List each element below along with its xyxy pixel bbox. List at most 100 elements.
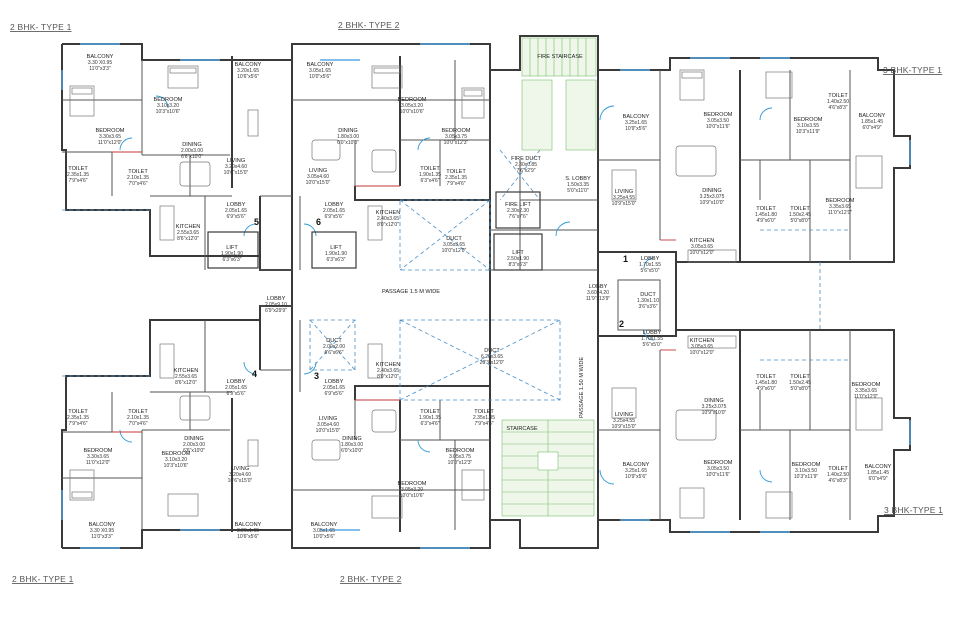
room-dimension: 6'9"x5'6" [324,214,343,220]
room-dimension: 11'0"x12'0" [86,460,110,466]
room-dimension: 1.80x3.00 [341,442,363,448]
room-dimension: 2.35x1.35 [67,415,89,421]
room-name: TOILET [474,409,494,415]
room-dimension: 1.45x1.80 [755,212,777,218]
room-dimension: 3.10x3.50 [795,468,817,474]
room-dimension: 1.90x1.35 [419,172,441,178]
room-dimension: 3.05x1.65 [313,528,335,534]
room-dimension: 2.40x3.65 [377,216,399,222]
room-name: BALCONY [623,114,650,120]
room-dimension: 10'0"x12'3" [444,140,469,146]
lift-boxes [207,191,543,271]
room-name: BALCONY [235,62,262,68]
lobby-numbers: 1 2 3 4 5 6 [252,217,628,381]
room-dimension: 6'0"x10'0" [337,140,359,146]
room-dimension: 3.25x4.55 [613,418,635,424]
room-name: BALCONY [865,464,892,470]
room-dimension: 10'0"x10'6" [400,109,425,115]
room-name: BEDROOM [84,448,113,454]
room-dimension: 3.05x1.65 [309,68,331,74]
room-dimension: 3.10x3.55 [797,123,819,129]
room-dimension: 2.40x3.65 [377,368,399,374]
red-markers [112,151,676,433]
dashed-lines [62,149,850,401]
room-dimension: 10'0"x15'0" [306,180,331,186]
room-dimension: 1.30x1.10 [637,298,659,304]
room-dimension: 3.25x3.075 [700,194,725,200]
room-name: BEDROOM [704,112,733,118]
room-name: FIRE STAIRCASE [537,54,583,60]
room-dimension: 3.05x4.60 [317,422,339,428]
room-dimension: 6'6"x6'6" [324,350,343,356]
room-dimension: 6'3"x4'6" [420,178,439,184]
room-dimension: 10'9"x5'6" [625,126,647,132]
room-dimension: 10'0"x5'6" [313,534,335,540]
room-dimension: 1.45x1.80 [755,380,777,386]
room-name: FIRE DUCT [511,156,541,162]
room-dimension: 2.55x3.65 [177,230,199,236]
room-dimension: 8'6"x12'0" [175,380,197,386]
room-name: TOILET [756,206,776,212]
room-name: DUCT [640,292,656,298]
room-dimension: 6'3"x6'3" [222,257,241,263]
room-dimension: 5'0"x8'0" [790,218,809,224]
room-dimension: 6'9"x5'6" [324,391,343,397]
room-name: DINING [182,142,202,148]
room-dimension: 3.05x3.65 [691,344,713,350]
room-dimension: 3.20x1.65 [237,528,259,534]
room-name: KITCHEN [376,362,401,368]
room-dimension: 8'3"x6'3" [508,262,527,268]
room-dimension: 2.05x1.65 [225,208,247,214]
room-dimension: 1.90x1.90 [221,251,243,257]
room-name: TOILET [790,374,810,380]
room-dimension: 3.30 X0.95 [88,60,112,66]
room-dimension: 8'0"x12'0" [377,374,399,380]
room-dimension: 7'0"x4'6" [128,181,147,187]
room-name: DUCT [326,338,342,344]
room-dimension: 7'6"x7'6" [508,214,527,220]
room-dimension: 7'6"x2'9" [516,168,535,174]
room-dimension: 3.05x3.50 [707,466,729,472]
room-name: KITCHEN [690,338,715,344]
room-name: BALCONY [235,522,262,528]
room-dimension: 10'3"x11'9" [796,129,820,135]
room-dimension: 6'0"x10'0" [341,448,363,454]
room-dimension: 1.50x3.35 [567,182,589,188]
room-name: KITCHEN [690,238,715,244]
room-dimension: 3.05x3.20 [401,487,423,493]
room-dimension: 1.90x1.35 [419,415,441,421]
room-dimension: 10'0"x12'0" [690,250,715,256]
room-dimension: 3.05x3.75 [445,134,467,140]
room-dimension: 3.35x3.65 [855,388,877,394]
room-dimension: 1.85x1.45 [867,470,889,476]
room-name: TOILET [790,206,810,212]
